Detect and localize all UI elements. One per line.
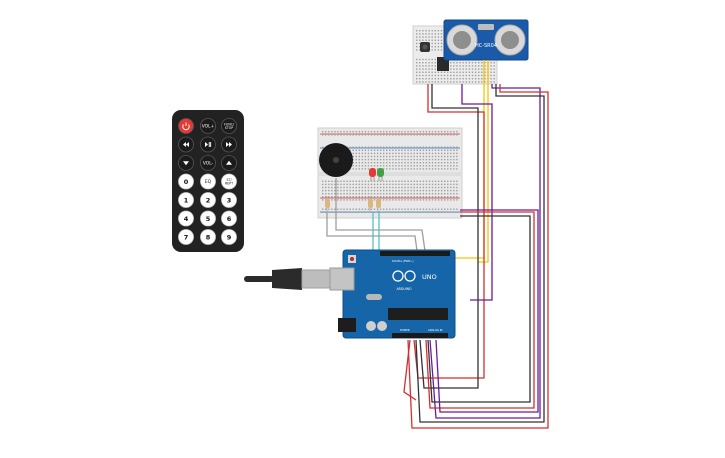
arduino-uno[interactable]: UNO ARDUINO POWER ANALOG IN DIGITAL (PWM… bbox=[329, 249, 456, 339]
usb-cable-wire bbox=[244, 276, 274, 282]
rewind-icon bbox=[183, 142, 189, 147]
remote-button-label: REPT bbox=[225, 182, 233, 186]
remote-button-label: EQ bbox=[205, 179, 212, 185]
wire-purple-3 bbox=[435, 209, 539, 413]
remote-button[interactable]: FUNC/STOP bbox=[221, 118, 237, 134]
wires bbox=[326, 60, 549, 429]
wire-purple-2 bbox=[461, 84, 493, 301]
remote-button-label: 0 bbox=[184, 178, 189, 186]
remote-button-label: 1 bbox=[184, 196, 189, 204]
arduino-power-label: POWER bbox=[400, 328, 410, 332]
arduino-board bbox=[342, 249, 456, 339]
led-green[interactable] bbox=[377, 168, 384, 181]
wire-black-1 bbox=[419, 84, 479, 389]
ultrasonic-sensor[interactable]: HC-SR04 bbox=[443, 19, 529, 61]
ir-remote[interactable]: VOL+ FUNC/STOP VOL- 0 EQ ST/REPT 1 2 3 4 5 6 7 8 9 bbox=[172, 110, 244, 252]
remote-button[interactable]: 9 bbox=[221, 229, 237, 245]
arduino-crystal bbox=[366, 294, 382, 300]
arduino-digital-label: DIGITAL (PWM~) bbox=[392, 259, 414, 263]
remote-button[interactable] bbox=[221, 136, 237, 153]
remote-button[interactable]: 5 bbox=[200, 210, 216, 227]
arduino-power-header bbox=[392, 333, 448, 338]
remote-button[interactable]: 2 bbox=[200, 192, 216, 208]
remote-button[interactable] bbox=[178, 118, 194, 134]
wire-purple bbox=[429, 84, 541, 419]
power-icon bbox=[182, 122, 190, 131]
usb-cable bbox=[244, 268, 331, 290]
wire-black-3 bbox=[427, 215, 531, 403]
fast-forward-icon bbox=[226, 142, 232, 147]
arduino-usb-jack bbox=[329, 267, 355, 291]
wire-gray-1 bbox=[335, 178, 427, 259]
remote-button[interactable]: EQ bbox=[200, 173, 216, 190]
resistor-3[interactable] bbox=[376, 196, 381, 212]
arduino-power-jack bbox=[338, 318, 356, 332]
arduino-atmega-chip bbox=[388, 308, 448, 320]
arduino-logo-icon bbox=[392, 270, 416, 282]
remote-button-label: STOP bbox=[225, 126, 233, 130]
remote-button-label: 3 bbox=[227, 196, 232, 204]
piezo-buzzer[interactable] bbox=[319, 143, 353, 177]
ultrasonic-label: HC-SR04 bbox=[475, 43, 497, 49]
wire-yellow bbox=[478, 60, 489, 263]
remote-button[interactable]: 3 bbox=[221, 192, 237, 208]
remote-button-label: 7 bbox=[184, 233, 189, 241]
remote-button[interactable]: 4 bbox=[178, 210, 194, 227]
usb-plug-body bbox=[272, 268, 302, 290]
main-breadboard-holes bbox=[322, 131, 458, 213]
down-arrow-icon bbox=[183, 161, 189, 166]
remote-button-label: ST/ bbox=[226, 178, 232, 182]
wire-red-2 bbox=[407, 84, 549, 429]
arduino-brand-label: UNO bbox=[422, 273, 437, 281]
remote-button[interactable]: 7 bbox=[178, 229, 194, 245]
remote-button-label: FUNC/ bbox=[224, 122, 235, 126]
remote-button[interactable]: VOL+ bbox=[200, 118, 216, 134]
led-green-body bbox=[377, 168, 384, 177]
arduino-digital-header bbox=[380, 251, 450, 256]
ultrasonic-crystal bbox=[478, 24, 494, 30]
arduino-logo-text: ARDUINO bbox=[396, 287, 412, 291]
remote-button-label: VOL+ bbox=[202, 124, 215, 130]
arduino-analog-label: ANALOG IN bbox=[428, 328, 442, 332]
up-arrow-icon bbox=[226, 160, 232, 165]
remote-button[interactable]: 1 bbox=[178, 192, 194, 208]
remote-button-label: 9 bbox=[227, 233, 232, 241]
ir-receiver-dome bbox=[422, 44, 428, 50]
led-red-body bbox=[369, 168, 376, 177]
wire-red-usb bbox=[403, 339, 417, 401]
resistor-2[interactable] bbox=[368, 196, 373, 212]
arduino-capacitor-1 bbox=[366, 321, 376, 331]
remote-button[interactable]: ST/REPT bbox=[221, 173, 237, 190]
remote-button-label: 4 bbox=[184, 215, 189, 223]
remote-button[interactable] bbox=[221, 155, 237, 171]
usb-connector bbox=[301, 269, 331, 289]
remote-button[interactable] bbox=[178, 155, 194, 171]
remote-button[interactable]: 0 bbox=[178, 173, 194, 190]
wire-gray-2 bbox=[326, 212, 419, 259]
remote-button[interactable]: VOL- bbox=[200, 155, 216, 171]
buzzer-hole bbox=[333, 157, 339, 163]
remote-button[interactable]: 6 bbox=[221, 210, 237, 227]
remote-button[interactable] bbox=[200, 136, 216, 153]
remote-button-label: 8 bbox=[206, 233, 211, 241]
led-red[interactable] bbox=[369, 168, 376, 181]
play-pause-icon bbox=[205, 142, 212, 147]
remote-button-label: 2 bbox=[206, 196, 211, 204]
remote-button-grid: VOL+ FUNC/STOP VOL- 0 EQ ST/REPT 1 2 3 4 5 6 7 8 9 bbox=[178, 118, 237, 245]
remote-button[interactable]: 8 bbox=[200, 229, 216, 245]
wire-red-3 bbox=[425, 211, 535, 409]
remote-button-label: VOL- bbox=[203, 161, 214, 167]
remote-button[interactable] bbox=[178, 136, 194, 153]
remote-button-label: 6 bbox=[227, 215, 232, 223]
wire-black-2 bbox=[415, 84, 545, 423]
remote-button-label: 5 bbox=[206, 215, 211, 223]
arduino-capacitor-2 bbox=[377, 321, 387, 331]
resistor-1[interactable] bbox=[325, 196, 330, 212]
